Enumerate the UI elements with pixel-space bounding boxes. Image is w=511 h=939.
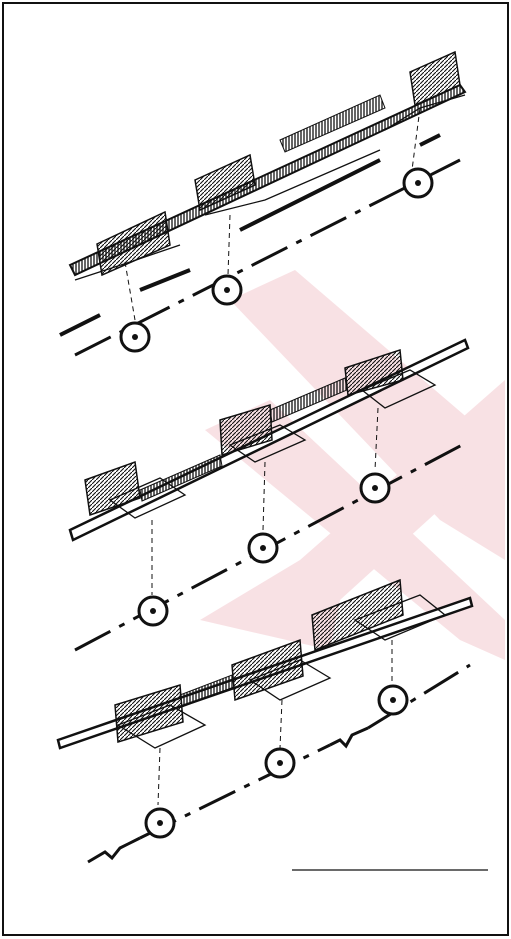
node-marker — [211, 274, 243, 306]
facade-block — [179, 674, 235, 708]
facade-block — [84, 460, 141, 517]
facade-block — [219, 404, 273, 456]
node-marker — [264, 747, 296, 779]
watermark — [200, 270, 505, 660]
street-section-top — [59, 50, 467, 357]
facade-block — [96, 210, 171, 277]
facade-block — [231, 638, 304, 702]
facade-block — [311, 578, 404, 652]
street-section-bottom — [56, 578, 474, 864]
node-marker — [247, 532, 279, 564]
node-marker — [377, 684, 409, 716]
facade-block — [139, 454, 223, 502]
facade-block — [344, 348, 404, 396]
node-marker — [137, 595, 169, 627]
facade-block — [269, 377, 348, 423]
node-marker — [402, 167, 434, 199]
facade-block — [409, 50, 461, 107]
node-marker — [359, 472, 391, 504]
node-marker — [144, 807, 176, 839]
node-marker — [119, 321, 151, 353]
street-section-middle — [68, 338, 470, 652]
facade-block — [279, 94, 386, 153]
facade-band — [68, 83, 467, 277]
facade-block — [194, 153, 256, 212]
